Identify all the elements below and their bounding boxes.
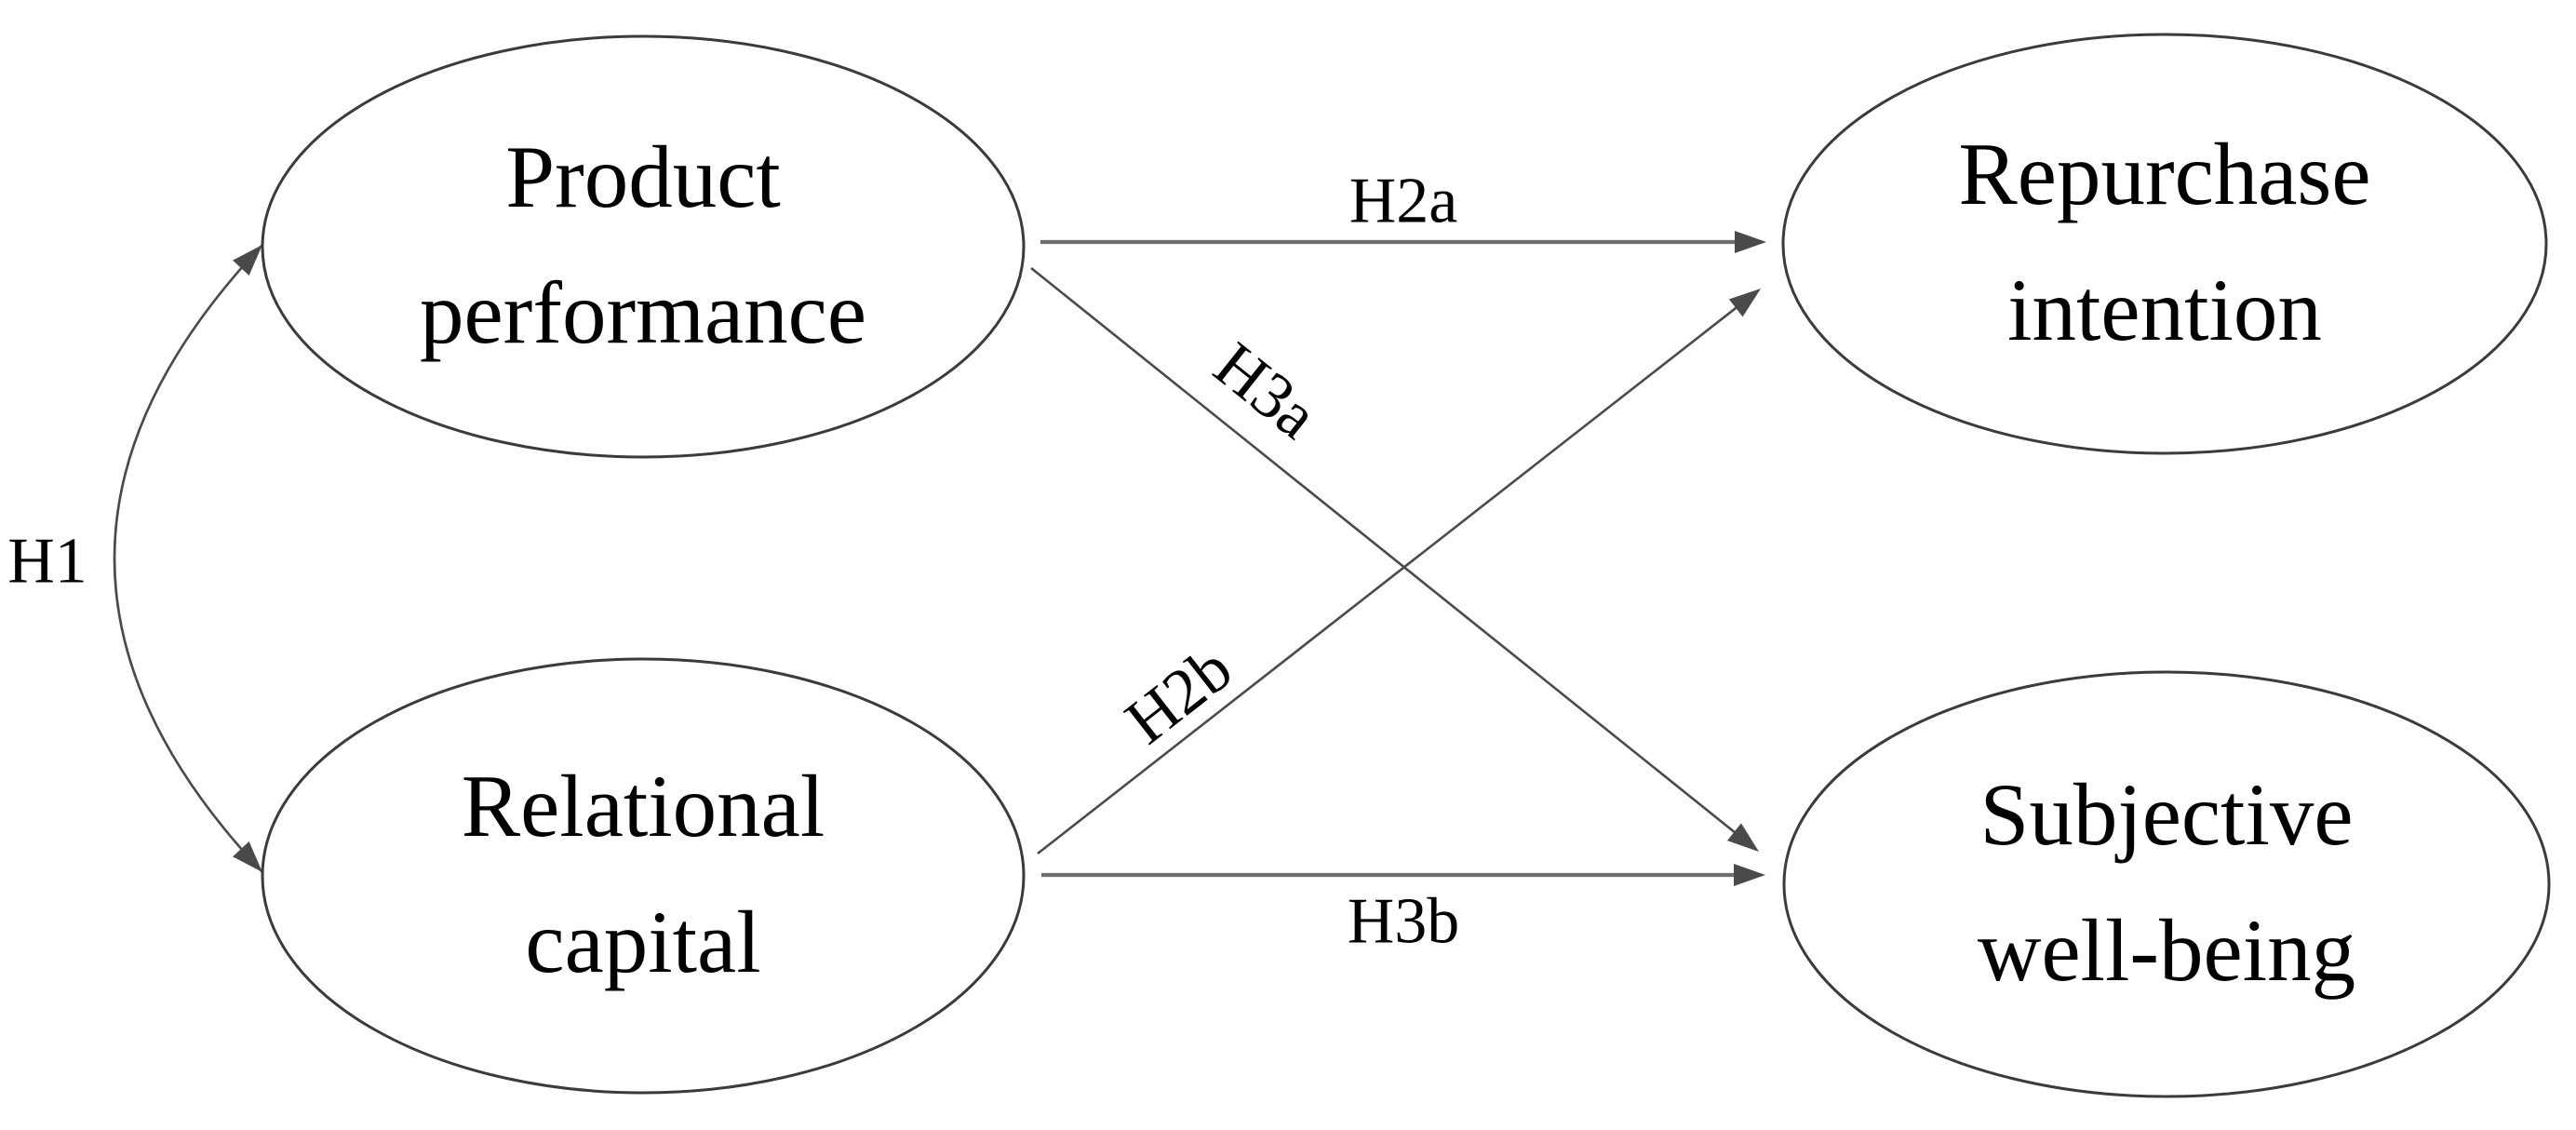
node-repurchase-intention-ellipse (1781, 33, 2548, 455)
edge-label-h3a: H3a (1201, 330, 1330, 453)
edge-h1-arrowhead-1 (233, 841, 262, 872)
node-subjective-well-being-ellipse (1782, 670, 2551, 1098)
node-relational-capital-label-line1: Relational (462, 757, 825, 855)
node-repurchase-intention-label-line1: Repurchase (1958, 125, 2370, 223)
edge-h3a-arrowhead-0 (1726, 823, 1759, 852)
edge-h1-curve (113, 244, 263, 873)
node-product-performance-ellipse (261, 34, 1026, 459)
edge-h1-arrowhead-0 (233, 245, 262, 276)
edge-label-h2b: H2b (1113, 633, 1245, 759)
edge-label-h2a: H2a (1349, 166, 1458, 237)
node-product-performance-label-line2: performance (420, 263, 866, 362)
edge-h2b-arrowhead-0 (1728, 289, 1761, 317)
node-subjective-well-being-label-line2: well-being (1978, 901, 2355, 1000)
node-subjective-well-being-label-line1: Subjective (1979, 765, 2353, 864)
edge-label-h3b: H3b (1348, 886, 1460, 958)
edge-h2a-arrowhead-0 (1735, 231, 1766, 253)
node-relational-capital-label-line2: capital (525, 893, 760, 991)
edge-h3a-line (1030, 266, 1741, 839)
node-repurchase-intention-label-line2: intention (2007, 261, 2322, 359)
edge-h3b-arrowhead-0 (1734, 864, 1765, 886)
node-relational-capital-ellipse (261, 657, 1026, 1095)
edge-label-h1: H1 (7, 526, 87, 598)
edge-h2b-line (1037, 302, 1743, 855)
node-product-performance-label-line1: Product (505, 128, 781, 226)
